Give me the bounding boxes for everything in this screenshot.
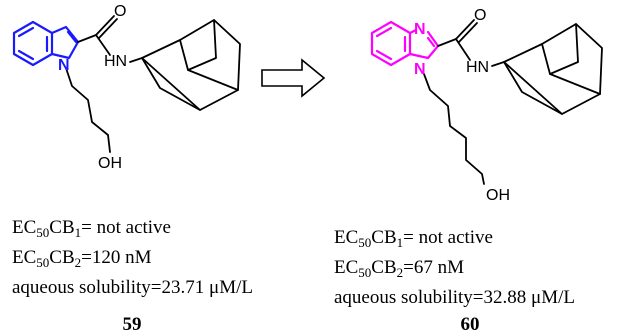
carbonyl-oxygen-label-59: O — [114, 3, 126, 20]
compound-60-bonds — [423, 19, 505, 185]
compound-number-60: 60 — [460, 314, 480, 335]
imidazole-nitrogen-label: N — [414, 21, 426, 38]
ec50-value: = not active — [81, 217, 171, 238]
amide-nh-label-60: HN — [466, 59, 489, 76]
ec-prefix: EC — [334, 227, 359, 248]
compound-60-properties: EC50CB1= not active EC50CB2=67 nM aqueou… — [334, 0, 632, 336]
ec50-cb2-60: EC50CB2=67 nM — [334, 257, 464, 280]
cb-subscript: 2 — [396, 265, 404, 280]
cb-label: CB — [49, 247, 75, 268]
adamantane-59 — [141, 19, 241, 111]
ec-subscript: 50 — [36, 225, 50, 240]
ec-prefix: EC — [334, 257, 359, 278]
hydroxyl-label-60: OH — [486, 187, 510, 204]
compound-59-bonds — [65, 15, 143, 153]
benzimidazole-n1-label: N — [414, 61, 426, 78]
compound-number-59: 59 — [122, 314, 142, 335]
ec-subscript: 50 — [358, 265, 372, 280]
carbonyl-oxygen-label-60: O — [474, 7, 486, 24]
open-right-arrow-icon — [261, 58, 326, 98]
ec50-value: =67 nM — [403, 257, 464, 278]
amide-nh-label-59: HN — [104, 53, 127, 70]
cb-subscript: 1 — [74, 225, 82, 240]
adamantane-60 — [503, 23, 603, 115]
benzimidazole-core — [370, 20, 440, 67]
ec50-cb2-59: EC50CB2=120 nM — [12, 247, 152, 270]
solubility-59: aqueous solubility=23.71 μM/L — [12, 277, 253, 298]
ec-prefix: EC — [12, 247, 37, 268]
ec50-cb1-59: EC50CB1= not active — [12, 217, 171, 240]
compound-60-structure: N N O HN OH — [370, 7, 603, 204]
ec-subscript: 50 — [358, 235, 372, 250]
cb-label: CB — [371, 227, 397, 248]
cb-subscript: 2 — [74, 255, 82, 270]
compound-59-structure: N O HN OH — [12, 3, 241, 172]
hydroxyl-label-59: OH — [98, 155, 122, 172]
ec50-value: =120 nM — [81, 247, 152, 268]
solubility-60: aqueous solubility=32.88 μM/L — [334, 287, 575, 308]
cb-label: CB — [371, 257, 397, 278]
cb-subscript: 1 — [396, 235, 404, 250]
ec50-cb1-60: EC50CB1= not active — [334, 227, 493, 250]
ec-subscript: 50 — [36, 255, 50, 270]
compound-59-properties: EC50CB1= not active EC50CB2=120 nM aqueo… — [12, 0, 328, 336]
ec50-value: = not active — [403, 227, 493, 248]
ec-prefix: EC — [12, 217, 37, 238]
indole-nitrogen-label: N — [58, 57, 70, 74]
cb-label: CB — [49, 217, 75, 238]
